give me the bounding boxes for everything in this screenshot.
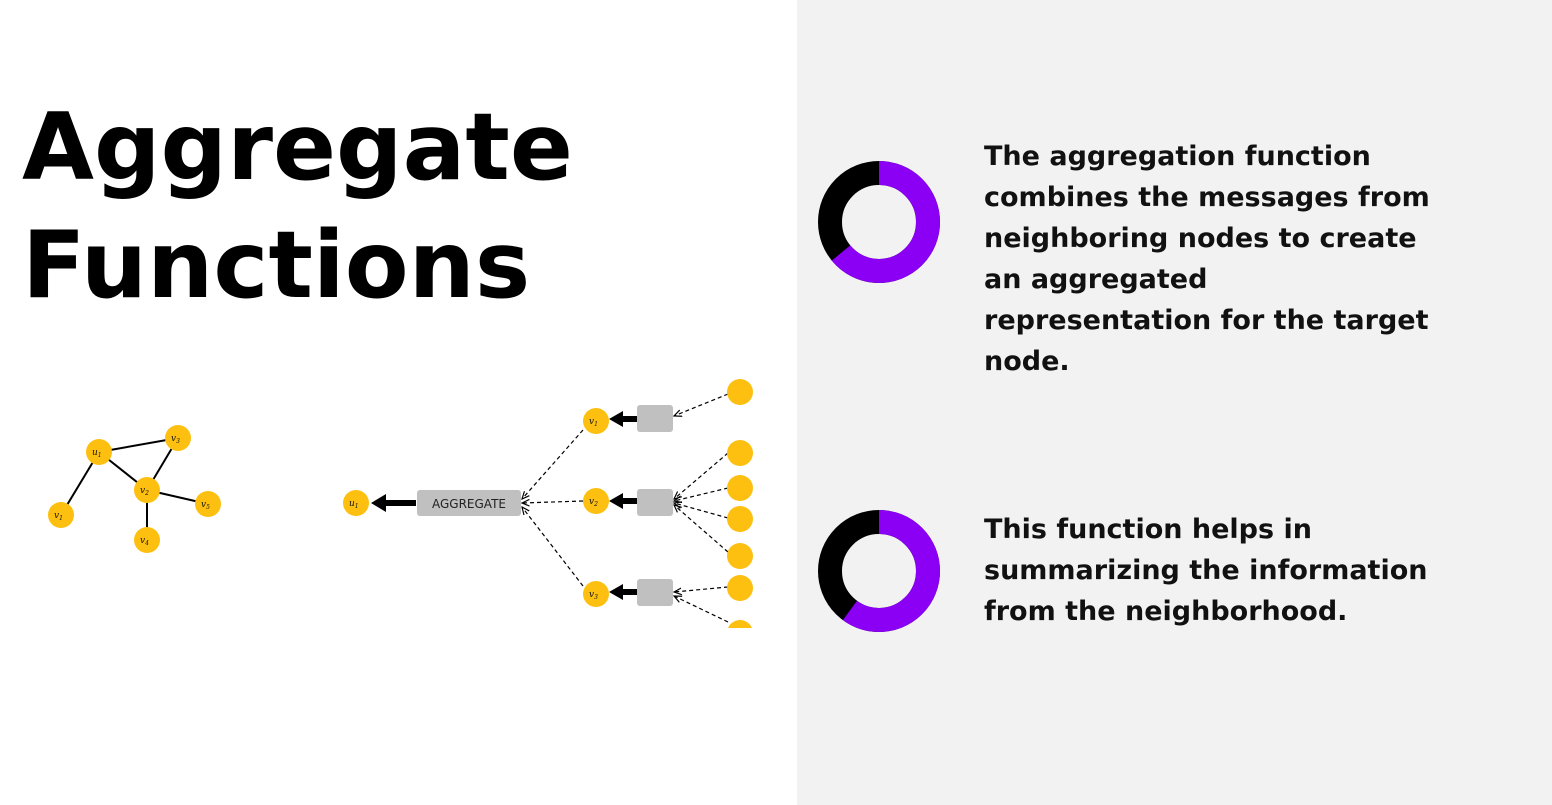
leaf-edge bbox=[674, 393, 729, 416]
leaf-node bbox=[727, 475, 753, 501]
aggregation-diagram: u1 v3 v2 v1 v5 v4 bbox=[48, 379, 753, 628]
tree-edge bbox=[522, 429, 584, 499]
leaf-edge bbox=[674, 596, 729, 623]
bold-arrow bbox=[371, 494, 386, 512]
svg-text:v3: v3 bbox=[589, 590, 598, 601]
graph-node-v2: v2 bbox=[134, 477, 160, 503]
leaf-edge bbox=[674, 505, 729, 553]
graph-node-u1: u1 bbox=[86, 439, 112, 465]
svg-text:AGGREGATE: AGGREGATE bbox=[432, 497, 506, 511]
bold-arrow bbox=[609, 411, 623, 427]
graph-edge bbox=[98, 437, 179, 453]
leaf-edge bbox=[674, 586, 729, 592]
tree-node-v1: v1 bbox=[583, 408, 609, 434]
svg-text:v1: v1 bbox=[54, 511, 63, 522]
leaf-node bbox=[727, 543, 753, 569]
svg-text:v4: v4 bbox=[140, 536, 149, 547]
tree-node-v3: v3 bbox=[583, 581, 609, 607]
aggregate-box: AGGREGATE bbox=[417, 490, 521, 516]
ring-fill bbox=[818, 510, 940, 632]
point-text-1: The aggregation function combines the me… bbox=[984, 141, 1430, 377]
title-line-1: Aggregate bbox=[22, 93, 573, 201]
leaf-edge bbox=[674, 487, 729, 501]
bold-arrow bbox=[609, 584, 623, 600]
message-box bbox=[637, 405, 673, 432]
svg-text:v5: v5 bbox=[201, 500, 210, 511]
svg-text:v2: v2 bbox=[140, 486, 149, 497]
svg-text:u1: u1 bbox=[349, 499, 359, 510]
svg-text:v1: v1 bbox=[589, 417, 598, 428]
svg-text:v2: v2 bbox=[589, 497, 598, 508]
aggregation-tree: AGGREGATE u1 v1 v2 v3 bbox=[343, 379, 753, 628]
svg-text:u1: u1 bbox=[92, 448, 102, 459]
page-title: Aggregate Functions bbox=[22, 88, 573, 324]
tree-edge bbox=[522, 507, 584, 587]
graph-node-v4: v4 bbox=[134, 527, 160, 553]
tree-node-v2: v2 bbox=[583, 488, 609, 514]
leaf-node bbox=[727, 379, 753, 405]
point-text-2: This function helps in summarizing the i… bbox=[984, 514, 1428, 627]
graph-node-v3: v3 bbox=[165, 425, 191, 451]
message-box bbox=[637, 579, 673, 606]
ring-fill bbox=[818, 161, 940, 283]
graph-node-v1: v1 bbox=[48, 502, 74, 528]
right-panel bbox=[797, 0, 1552, 805]
progress-ring-1 bbox=[818, 161, 940, 283]
leaf-edge bbox=[674, 503, 729, 519]
leaf-node bbox=[728, 620, 752, 628]
leaf-node bbox=[727, 575, 753, 601]
tree-node-u1: u1 bbox=[343, 490, 369, 516]
tree-edge bbox=[522, 501, 584, 503]
progress-ring-2 bbox=[818, 510, 940, 632]
graph-node-v5: v5 bbox=[195, 491, 221, 517]
leaf-node bbox=[727, 506, 753, 532]
svg-text:v3: v3 bbox=[171, 434, 180, 445]
left-panel bbox=[0, 0, 797, 805]
bold-arrow bbox=[609, 493, 623, 509]
input-graph: u1 v3 v2 v1 v5 v4 bbox=[48, 425, 221, 553]
title-line-2: Functions bbox=[22, 211, 531, 319]
message-box bbox=[637, 489, 673, 516]
leaf-edge bbox=[674, 452, 729, 499]
leaf-node bbox=[727, 440, 753, 466]
